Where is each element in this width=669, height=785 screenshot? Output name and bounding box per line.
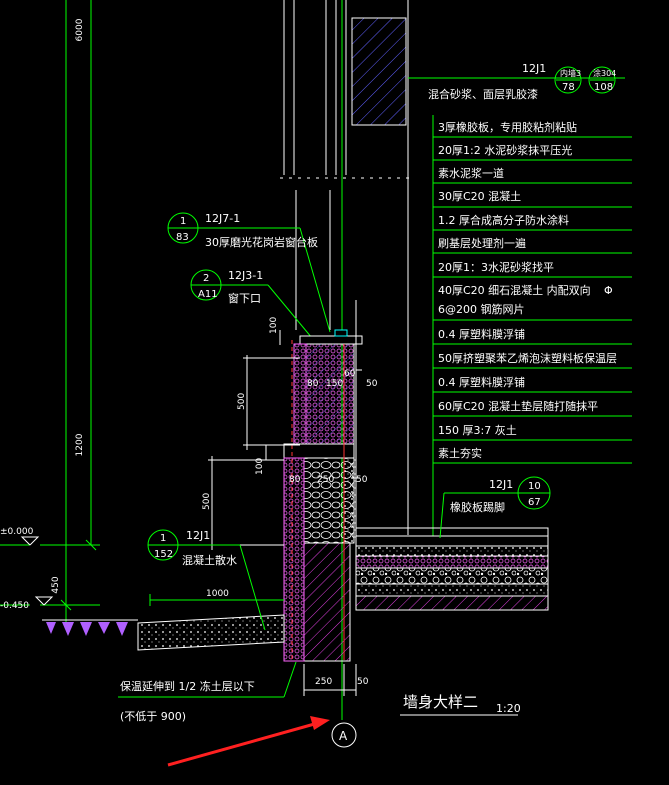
ref-a11-circle — [190, 269, 313, 339]
ref-83-circle — [167, 212, 331, 333]
floor-construction — [355, 527, 549, 611]
top-ref-right-top: 涂304 — [593, 68, 616, 78]
elevation-minus: -0.450 — [0, 601, 29, 611]
layer-8: 40厚C20 细石混凝土 内配双向 — [438, 283, 591, 297]
ref-a11-num: 2 — [203, 273, 209, 284]
dim-50-b: 50 — [356, 475, 368, 485]
top-ref-text: 混合砂浆、面层乳胶漆 — [428, 87, 538, 101]
axis-bubble — [331, 722, 357, 748]
layer-list-frame — [432, 115, 632, 540]
elevation-markers — [20, 536, 54, 606]
ref-152-text: 混凝土散水 — [182, 553, 237, 567]
window-frame-lines — [280, 0, 410, 535]
ref-83-std: 12J7-1 — [205, 212, 240, 225]
left-dimension-lines — [0, 0, 100, 630]
concrete-apron — [137, 614, 285, 651]
note-line-1: 保温延伸到 1/2 冻土层以下 — [120, 679, 255, 693]
note-line-2: (不低于 900) — [120, 710, 186, 723]
apron-dim — [149, 594, 284, 606]
note-leader — [118, 661, 297, 698]
top-ref-left-bottom: 78 — [562, 82, 575, 93]
ref-83-sheet: 83 — [176, 232, 189, 243]
layer-6: 刷基层处理剂一遍 — [438, 236, 526, 250]
dim-6000: 6000 — [75, 18, 85, 41]
ref-83-text: 30厚磨光花岗岩窗台板 — [205, 235, 318, 249]
lintel-box — [351, 17, 407, 126]
ref-a11-sheet: A11 — [198, 289, 218, 300]
top-ref-right-bottom: 108 — [594, 82, 613, 93]
layer-4: 30厚C20 混凝土 — [438, 189, 521, 203]
ref-a11-std: 12J3-1 — [228, 269, 263, 282]
ref-67-num: 10 — [528, 481, 541, 492]
layer-14: 150 厚3:7 灰土 — [438, 423, 517, 437]
insulation-upper — [293, 343, 307, 445]
dim-250-b: 250 — [315, 677, 332, 687]
ref-83-num: 1 — [180, 216, 186, 227]
layer-13: 60厚C20 混凝土垫层随打随抹平 — [438, 399, 598, 413]
layer-9: 6@200 钢筋网片 — [438, 302, 525, 316]
dim-1200: 1200 — [75, 433, 85, 456]
insulation-lower — [283, 457, 305, 662]
ground-hatch-left — [46, 622, 128, 636]
dim-1000: 1000 — [206, 589, 229, 599]
dim-150: 150 — [326, 379, 343, 389]
dim-100-a: 100 — [269, 317, 279, 334]
layer-10: 0.4 厚塑料膜浮铺 — [438, 327, 525, 341]
dim-100-b: 100 — [255, 458, 265, 475]
bottom-dimension — [303, 664, 357, 696]
axis-label: A — [339, 729, 348, 743]
layer-15: 素土夯实 — [438, 446, 482, 460]
ref-67-sheet: 67 — [528, 497, 541, 508]
layer-12: 0.4 厚塑料膜浮铺 — [438, 375, 525, 389]
dim-60: 60 — [344, 369, 356, 379]
dim-450: 450 — [51, 576, 61, 593]
ref-67-std: 12J1 — [489, 478, 513, 491]
layer-7: 20厚1：3水泥砂浆找平 — [438, 260, 554, 274]
drawing-scale: 1:20 — [496, 702, 521, 715]
elevation-zero: ±0.000 — [0, 527, 34, 537]
ref-152-circle — [147, 529, 266, 631]
dim-250-a: 250 — [317, 475, 334, 485]
top-ref-left-top: 内墙3 — [560, 68, 581, 78]
ref-67-circle — [439, 476, 551, 539]
foundation-wall — [303, 542, 351, 662]
ref-152-std: 12J1 — [186, 529, 210, 542]
ref-a11-text: 窗下口 — [228, 291, 261, 305]
phi-symbol: Φ — [604, 284, 613, 297]
dim-500-a: 500 — [237, 393, 247, 410]
dim-80-a: 80 — [307, 379, 319, 389]
ref-67-text: 橡胶板踢脚 — [450, 500, 505, 514]
drawing-title: 墙身大样二 — [403, 693, 478, 711]
dim-50-c: 50 — [357, 677, 369, 687]
top-ref-circle-right — [588, 66, 616, 94]
dim-500-b: 500 — [202, 493, 212, 510]
layer-3: 素水泥浆一道 — [438, 166, 504, 180]
layer-5: 1.2 厚合成高分子防水涂料 — [438, 213, 569, 227]
top-ref-std: 12J1 — [522, 62, 546, 75]
top-ref-circle-left — [554, 66, 582, 94]
layer-2: 20厚1:2 水泥砂浆抹平压光 — [438, 143, 572, 157]
window-sill — [299, 335, 363, 345]
ref-152-sheet: 152 — [154, 549, 173, 560]
red-arrow-annotation — [167, 716, 330, 767]
layer-11: 50厚挤塑聚苯乙烯泡沫塑料板保温层 — [438, 351, 617, 365]
ref-152-num: 1 — [160, 533, 166, 544]
dim-80-b: 80 — [289, 475, 301, 485]
layer-1: 3厚橡胶板，专用胶粘剂粘贴 — [438, 120, 577, 134]
dim-50-a: 50 — [366, 379, 378, 389]
